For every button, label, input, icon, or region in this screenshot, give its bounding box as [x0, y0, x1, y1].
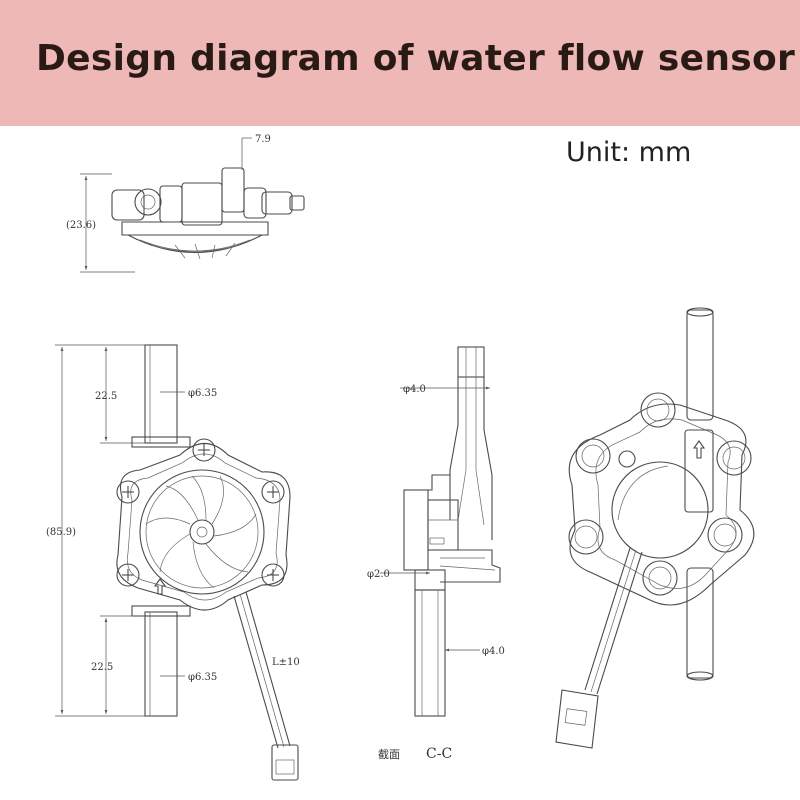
- dim-section-orifice: φ2.0: [367, 569, 390, 580]
- dim-bottom-diameter: φ6.35: [188, 672, 217, 683]
- impeller-icon: [139, 469, 265, 595]
- screw-icon: [192, 438, 216, 462]
- screw-icon: [116, 563, 140, 587]
- screw-icon: [116, 480, 140, 504]
- page-title: Design diagram of water flow sensor: [36, 38, 796, 79]
- dim-cable-length: L±10: [272, 657, 300, 668]
- section-caption-label: C-C: [426, 746, 452, 762]
- flow-arrow-icon: [153, 578, 167, 595]
- flow-arrow-icon: [692, 440, 706, 459]
- dim-section-inlet: φ4.0: [403, 384, 426, 395]
- dim-top-diameter: φ6.35: [188, 388, 217, 399]
- front-view: (85.9) 22.5 22.5 φ6.35 φ6.35 L±10: [46, 344, 300, 781]
- isometric-view: [555, 307, 755, 749]
- dim-total-height: (85.9): [46, 527, 76, 538]
- connector-icon: [271, 744, 299, 781]
- dim-top-height: (23.6): [66, 220, 96, 231]
- unit-label: Unit: mm: [566, 137, 692, 168]
- section-caption-prefix: 截面: [378, 747, 400, 761]
- dim-top-pipe: 22.5: [95, 391, 117, 402]
- dim-top-width: 7.9: [255, 134, 271, 145]
- header-banner: Design diagram of water flow sensor: [0, 0, 800, 126]
- screw-icon: [261, 480, 285, 504]
- screw-icon: [261, 563, 285, 587]
- dim-bottom-pipe: 22.5: [91, 662, 113, 673]
- section-view: φ4.0 φ2.0 φ4.0 截面 C-C: [367, 346, 505, 762]
- top-view: 7.9 (23.6): [66, 134, 305, 273]
- connector-icon: [555, 689, 599, 749]
- dim-section-outlet: φ4.0: [482, 646, 505, 657]
